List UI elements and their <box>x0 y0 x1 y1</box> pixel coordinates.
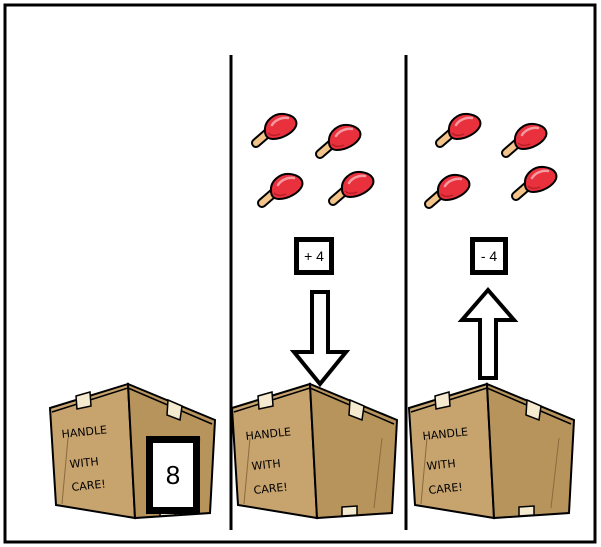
popsicle-icon <box>256 114 296 143</box>
cardboard-box: HANDLE WITH CARE! <box>408 383 575 519</box>
box-label: HANDLE WITH CARE! <box>61 423 108 494</box>
box-label-line-3: CARE! <box>428 480 463 497</box>
popsicle-group-add <box>256 114 373 203</box>
box-label-line-1: HANDLE <box>422 425 469 443</box>
box-label: HANDLE WITH CARE! <box>422 425 469 497</box>
operation-subtract-label: - 4 <box>470 237 508 275</box>
cardboard-box: HANDLE WITH CARE! <box>231 383 398 519</box>
popsicle-icon <box>506 124 546 153</box>
popsicle-icon <box>262 174 302 203</box>
operation-add-label: + 4 <box>294 237 334 275</box>
box-label-line-1: HANDLE <box>61 423 108 441</box>
box-label-line-2: WITH <box>69 455 99 471</box>
down-arrow-icon <box>289 290 351 388</box>
popsicle-icon <box>429 175 469 204</box>
popsicle-icon <box>320 125 360 154</box>
popsicle-icon <box>516 167 556 196</box>
popsicle-icon <box>333 172 373 201</box>
box-label-line-2: WITH <box>251 457 281 473</box>
cardboard-box: HANDLE WITH CARE! <box>49 383 216 519</box>
box-label-line-3: CARE! <box>253 480 288 497</box>
count-label: 8 <box>146 436 200 514</box>
box-label: HANDLE WITH CARE! <box>245 425 292 497</box>
box-label-line-2: WITH <box>426 457 456 473</box>
panel-add: HANDLE WITH CARE! <box>231 114 398 519</box>
panel-start: HANDLE WITH CARE! <box>49 383 216 519</box>
box-label-line-1: HANDLE <box>245 425 292 443</box>
box-label-line-3: CARE! <box>71 477 106 494</box>
popsicle-group-subtract <box>429 114 556 204</box>
up-arrow-icon <box>457 286 519 380</box>
outer-frame <box>3 3 597 544</box>
panel-subtract: HANDLE WITH CARE! <box>408 114 575 519</box>
popsicle-icon <box>440 114 480 143</box>
